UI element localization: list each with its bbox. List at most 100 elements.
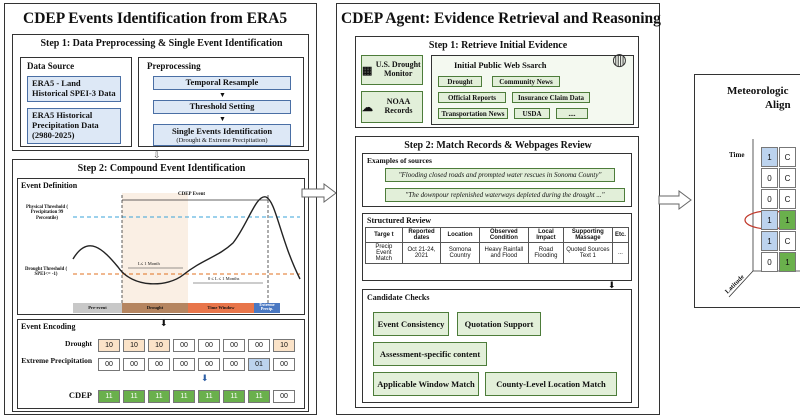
phase-extreme-precip	[254, 303, 280, 313]
data-source-label: Data Source	[27, 61, 75, 71]
spei-curve	[72, 196, 301, 285]
threshold-setting-box: Threshold Setting	[153, 100, 291, 114]
drought-threshold-label: Drought Threshold ( SPEI<= -1)	[24, 267, 68, 278]
precip-threshold-label: Physical Threshold ( Precipitation 99 Pe…	[26, 205, 68, 221]
structured-review-label: Structured Review	[367, 216, 432, 225]
match-step-box: Step 2: Match Records & Webpages Review …	[355, 136, 639, 408]
region-drought	[122, 193, 188, 303]
web-search-box: Initial Public Web Ssarch ◍ Drought Comm…	[431, 50, 634, 125]
event-definition-box: Event Definition	[17, 178, 305, 315]
encoding-cell: 00	[273, 358, 295, 371]
step1-title: Step 1: Data Preprocessing & Single Even…	[40, 38, 283, 49]
encoding-cell: 10	[98, 339, 120, 352]
structured-review-box: Structured Review Targe t Reported dates…	[362, 213, 632, 281]
retrieve-step-box: Step 1: Retrieve Initial Evidence ▦ U.S.…	[355, 36, 639, 128]
encoding-cell: 11	[123, 390, 145, 403]
row-label-drought: Drought	[65, 339, 92, 348]
cube-cell: 0	[761, 168, 778, 188]
noaa-box: ☁ NOAA Records	[361, 91, 423, 123]
row-label-extreme: Extreme Precipitation	[21, 356, 92, 365]
monitor-icon: ▦	[362, 64, 373, 77]
panel2-title: CDEP Agent: Evidence Retrieval and Reaso…	[341, 10, 661, 27]
encoding-cell: 00	[123, 358, 145, 371]
quote-2: "The downpour replenished waterways depl…	[385, 188, 625, 202]
retrieve-step-title: Step 1: Retrieve Initial Evidence	[428, 40, 568, 51]
drought-monitor-label: U.S. Drought Monitor	[375, 60, 421, 78]
examples-label: Examples of sources	[367, 156, 432, 165]
step2-title: Step 2: Compound Event Identification	[77, 163, 246, 174]
candidate-checks-label: Candidate Checks	[367, 293, 430, 302]
panel-agent: CDEP Agent: Evidence Retrieval and Reaso…	[336, 3, 661, 415]
tag-insurance-claim: Insurance Claim Data	[512, 92, 590, 103]
check-window-match: Applicable Window Match	[373, 372, 479, 396]
phase-drought	[122, 303, 188, 313]
tag-community-news: Community News	[492, 76, 560, 87]
encoding-cell: 00	[273, 390, 295, 403]
table-cell: Heavy Rainfall and Flood	[478, 242, 530, 264]
cube-cell: 0	[761, 189, 778, 209]
candidate-checks-box: Candidate Checks Event Consistency Quota…	[362, 289, 632, 403]
cdep-down-arrow-icon: ⬇	[201, 373, 209, 383]
arrow-right-icon	[658, 190, 692, 210]
encoding-cell: 11	[248, 390, 270, 403]
encoding-cell: 01	[248, 358, 270, 371]
phase-label-drought: Drought	[146, 305, 164, 310]
phase-pre-event	[73, 303, 122, 313]
single-events-box: Single Events Identification (Drought & …	[153, 124, 291, 146]
table-header: Reported dates	[401, 227, 442, 243]
step2-box: Step 2: Compound Event Identification Ev…	[12, 159, 309, 412]
table-header: Observed Condition	[478, 227, 530, 243]
phase-label-time-window: Time Window	[207, 305, 235, 310]
panel3-title-line1: Meteorologic	[727, 85, 789, 97]
data-source-box: Data Source ERA5 - Land Historical SPEI-…	[20, 57, 132, 147]
examples-box: Examples of sources "Flooding closed roa…	[362, 153, 632, 207]
arrow-right-icon	[301, 183, 337, 203]
encoding-cell: 11	[198, 390, 220, 403]
era5-spei-box: ERA5 - Land Historical SPEI-3 Data	[27, 76, 121, 102]
cube-cell: 1	[761, 231, 778, 251]
phase-label-extreme-precip: Extreme Precip.	[259, 302, 275, 312]
table-header: Targe t	[365, 227, 403, 243]
encoding-cell: 10	[273, 339, 295, 352]
check-quotation-support: Quotation Support	[457, 312, 541, 336]
encoding-cell: 00	[198, 339, 220, 352]
encoding-cell: 00	[173, 358, 195, 371]
encoding-down-arrow-icon: ⬇	[160, 318, 168, 328]
cdep-event-label: CDEP Event	[178, 192, 206, 197]
phase-label-pre-event: Pre-event	[88, 305, 107, 310]
table-cell: Road Flooding	[528, 242, 564, 264]
encoding-cell: 11	[98, 390, 120, 403]
preprocessing-box: Preprocessing Temporal Resample ▼ Thresh…	[138, 57, 304, 147]
era5-precip-box: ERA5 Historical Precipitation Data (2980…	[27, 108, 121, 144]
encoding-cell: 11	[223, 390, 245, 403]
encoding-cell: 00	[98, 358, 120, 371]
tag-drought: Drought	[438, 76, 482, 87]
single-events-label: Single Events Identification	[171, 126, 273, 136]
check-assessment-content: Assessment-specific content	[373, 342, 487, 366]
encoding-cell: 00	[223, 339, 245, 352]
check-event-consistency: Event Consistency	[373, 312, 449, 336]
cube-cell: C	[779, 147, 796, 167]
structured-review-table: Targe t Reported dates Location Observed…	[365, 227, 630, 264]
down-arrow-icon: ⇩	[153, 150, 161, 160]
encoding-cell: 00	[148, 358, 170, 371]
step1-box: Step 1: Data Preprocessing & Single Even…	[12, 34, 309, 151]
encoding-cell: 11	[148, 390, 170, 403]
event-definition-chart	[72, 193, 301, 313]
tag-transportation-news: Transportation News	[438, 108, 508, 119]
lag2-label: 0 ≤ L ≤ 1 Months	[208, 276, 240, 281]
cube-cell: C	[779, 168, 796, 188]
encoding-cell: 10	[148, 339, 170, 352]
tag-usda: USDA	[514, 108, 550, 119]
encoding-cell: 11	[173, 390, 195, 403]
cloud-rain-icon: ☁	[362, 101, 373, 114]
encoding-cell: 00	[223, 358, 245, 371]
preprocessing-label: Preprocessing	[147, 61, 201, 71]
cube-cell: 1	[779, 210, 796, 230]
table-cell: Quoted Sources Text 1	[562, 242, 613, 264]
event-encoding-label: Event Encoding	[21, 322, 76, 331]
encoding-cell: 00	[173, 339, 195, 352]
web-search-title: Initial Public Web Ssarch	[454, 60, 547, 70]
table-header: Location	[440, 227, 480, 243]
table-cell: Oct 21-24, 2021	[401, 242, 442, 264]
